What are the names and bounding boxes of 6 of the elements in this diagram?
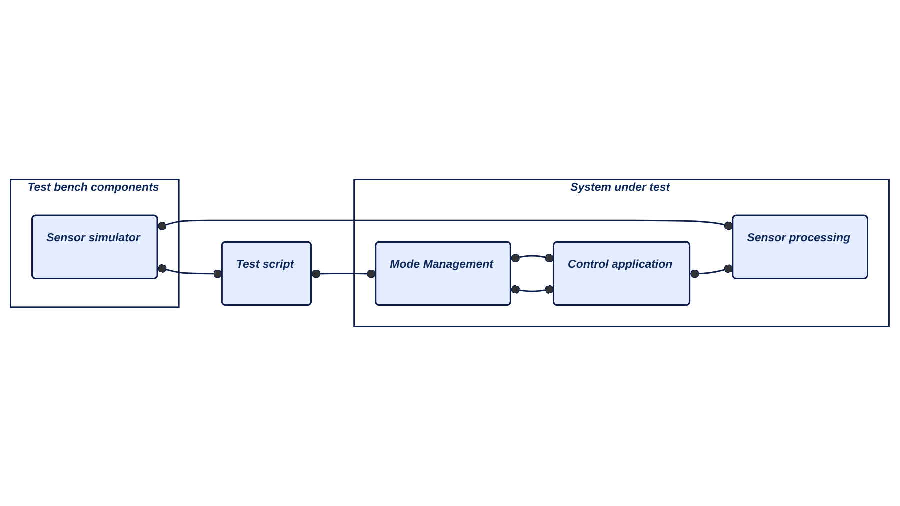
connector <box>510 285 554 294</box>
connector <box>158 264 222 278</box>
connector <box>510 254 554 262</box>
connector <box>158 220 734 230</box>
connector <box>690 264 734 278</box>
connector <box>312 269 376 278</box>
